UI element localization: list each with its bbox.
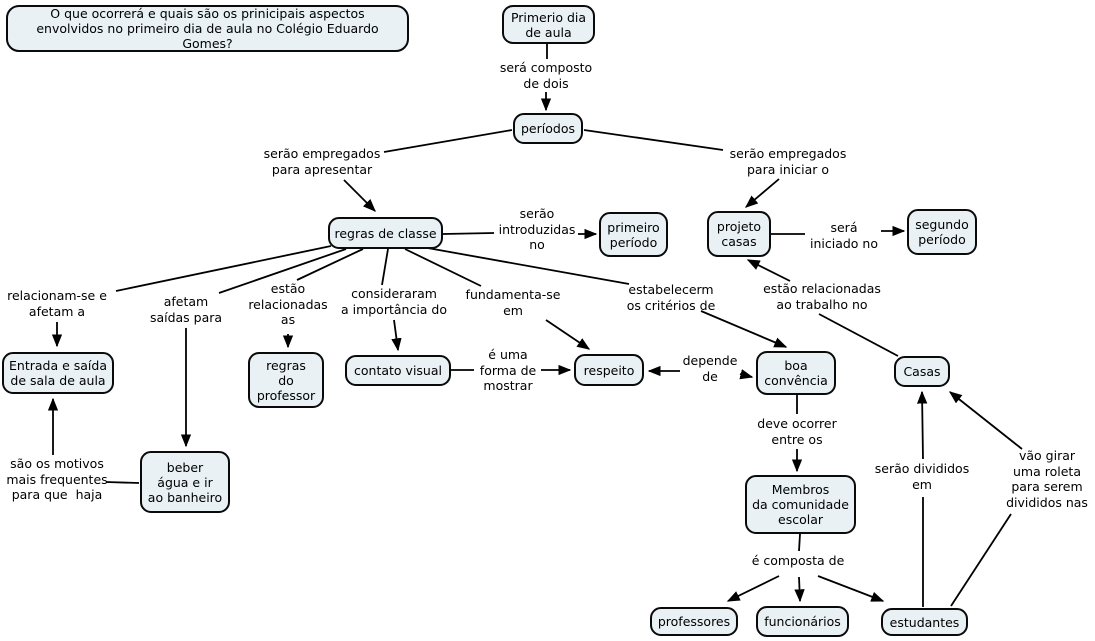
edge-divididos-to-casas bbox=[916, 390, 928, 460]
edge-fundamenta-to-respeito bbox=[545, 319, 591, 350]
edge-consideraram-to-contato bbox=[391, 319, 402, 352]
node-segundo-periodo[interactable]: segundo período bbox=[907, 209, 977, 255]
label-introduzidas[interactable]: serão introduzidas no bbox=[498, 206, 576, 252]
label-empregados-iniciar[interactable]: serão empregados para iniciar o bbox=[729, 146, 847, 177]
label-serao-divididos[interactable]: serão divididos em bbox=[874, 461, 970, 492]
label-relacionadas-trabalho[interactable]: estão relacionadas ao trabalho no bbox=[763, 281, 881, 312]
label-afetam[interactable]: afetam saídas para bbox=[149, 294, 223, 325]
node-entrada-e-saida[interactable]: Entrada e saída de sala de aula bbox=[2, 352, 114, 394]
label-sera-composto[interactable]: será composto de dois bbox=[499, 60, 593, 91]
edge-periodos-to-apresentar bbox=[383, 129, 513, 153]
node-question[interactable]: O que ocorrerá e quais são os prinicipai… bbox=[6, 5, 409, 52]
label-consideraram[interactable]: consideraram a importância do bbox=[340, 286, 448, 317]
edge-trabalho-to-projetocasas bbox=[746, 259, 791, 282]
label-e-composta[interactable]: é composta de bbox=[751, 553, 845, 568]
label-depende[interactable]: depende de bbox=[682, 353, 738, 384]
edge-vaogirar-to-estudantes bbox=[950, 513, 1012, 607]
node-casas[interactable]: Casas bbox=[894, 356, 950, 387]
edge-casas-to-trabalho bbox=[818, 313, 899, 357]
node-regras-de-classe[interactable]: regras de classe bbox=[328, 217, 443, 249]
edge-iniciar-to-projetocasas bbox=[745, 178, 780, 208]
label-estabelecerm[interactable]: estabelecerm os critérios de bbox=[626, 282, 716, 313]
node-regras-do-professor[interactable]: regras do professor bbox=[248, 352, 324, 408]
edge-vaogirar-to-casas bbox=[948, 391, 1023, 450]
edge-apresentar-to-regras bbox=[343, 179, 376, 212]
fan-regras-to-relacionadas-as bbox=[296, 248, 364, 281]
label-sao-motivos[interactable]: são os motivos mais frequentes para que … bbox=[6, 456, 108, 502]
edge-regras-to-introduzidas bbox=[442, 232, 495, 235]
node-estudantes[interactable]: estudantes bbox=[881, 608, 968, 636]
label-empregados-apresentar[interactable]: serão empregados para apresentar bbox=[263, 146, 381, 177]
edge-depende-to-boaconvencia bbox=[739, 369, 754, 380]
node-boa-convencia[interactable]: boa convência bbox=[756, 351, 836, 395]
label-deve-ocorrer[interactable]: deve ocorrer entre os bbox=[757, 416, 837, 447]
label-relacionadas-as[interactable]: estão relacionadas as bbox=[248, 281, 328, 327]
fan-regras-to-consideraram bbox=[381, 248, 389, 286]
node-primeiro-dia-de-aula[interactable]: Primerio dia de aula bbox=[502, 5, 595, 44]
edge-ecomposta-to-estudantes bbox=[817, 575, 885, 602]
label-fundamenta[interactable]: fundamenta-se em bbox=[465, 287, 561, 318]
edge-beber-to-saomotivos bbox=[105, 481, 140, 484]
label-relacionam[interactable]: relacionam-se e afetam a bbox=[7, 288, 107, 319]
edge-membros-to-ecomposta bbox=[798, 533, 801, 552]
label-iniciado[interactable]: será iniciado no bbox=[810, 220, 878, 251]
fan-regras-to-afetam bbox=[218, 248, 347, 294]
node-primeiro-periodo[interactable]: primeiro período bbox=[599, 212, 668, 257]
edge-estabelecerm-to-boaconvencia bbox=[700, 310, 788, 348]
label-vao-girar[interactable]: vão girar uma roleta para serem dividido… bbox=[1006, 448, 1088, 510]
edge-ecomposta-to-professores bbox=[726, 575, 780, 602]
fan-regras-to-relacionam bbox=[115, 245, 332, 292]
edge-periodos-to-iniciar bbox=[583, 129, 724, 151]
node-periodos[interactable]: períodos bbox=[513, 113, 583, 144]
node-projeto-casas[interactable]: projeto casas bbox=[707, 211, 771, 257]
fan-regras-to-fundamenta bbox=[404, 248, 482, 287]
node-membros-comunidade[interactable]: Membros da comunidade escolar bbox=[745, 475, 856, 534]
label-e-uma-forma[interactable]: é uma forma de mostrar bbox=[479, 347, 537, 393]
edge-ecomposta-to-funcionarios bbox=[794, 576, 805, 603]
node-contato-visual[interactable]: contato visual bbox=[345, 355, 451, 386]
node-respeito[interactable]: respeito bbox=[574, 354, 644, 386]
node-funcionarios[interactable]: funcionários bbox=[756, 606, 849, 637]
node-beber-agua[interactable]: beber água e ir ao banheiro bbox=[140, 451, 230, 513]
fan-regras-to-estabelecerm bbox=[421, 246, 630, 285]
node-professores[interactable]: professores bbox=[650, 607, 738, 636]
